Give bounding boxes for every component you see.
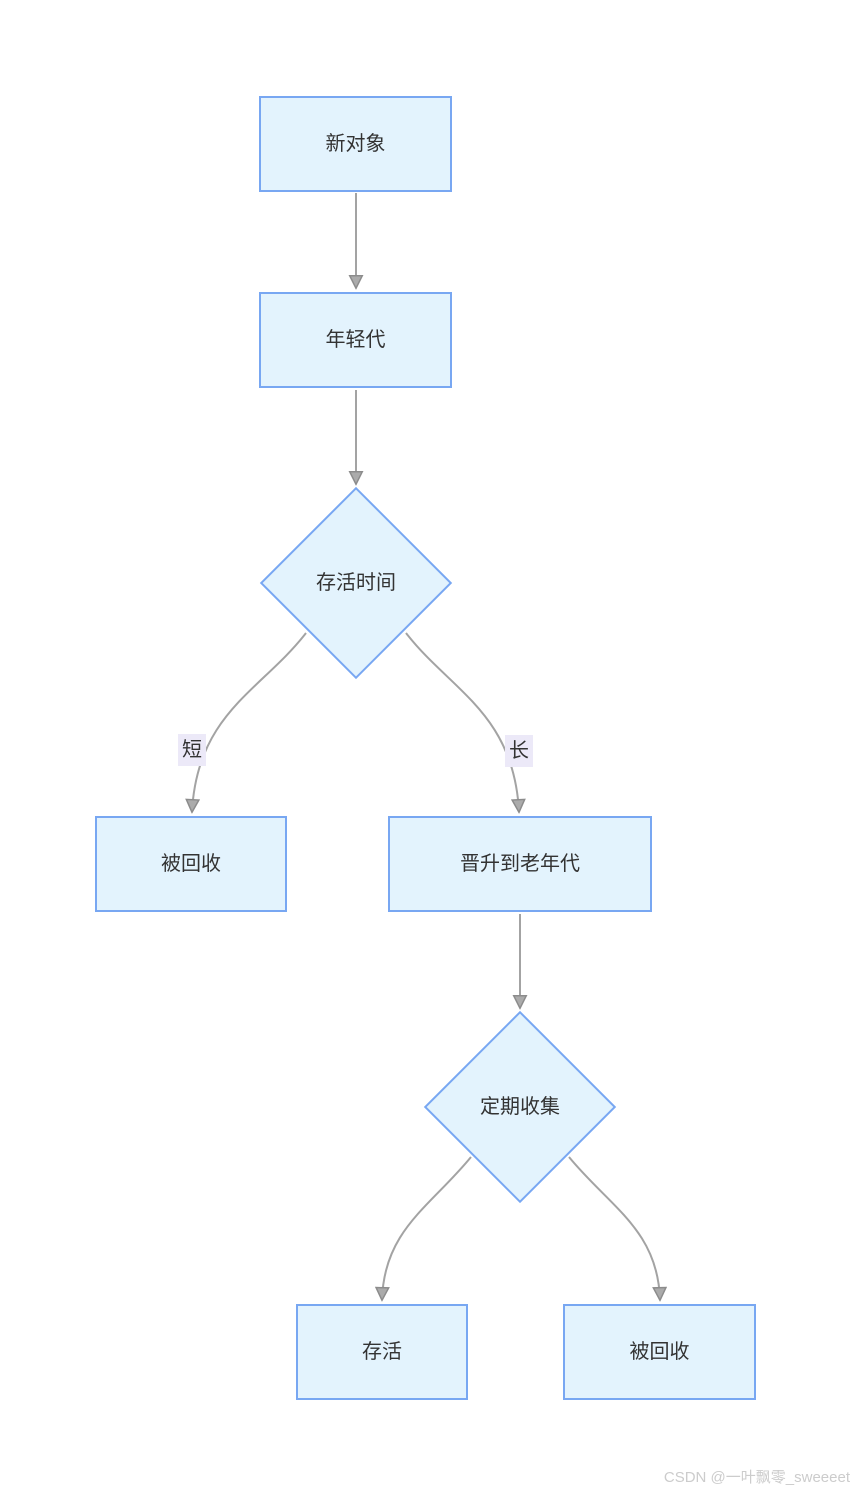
edge-label-short: 短 xyxy=(178,734,206,766)
edge-label-long: 长 xyxy=(505,735,533,767)
node-label-promote-old-gen: 晋升到老年代 xyxy=(460,853,580,875)
edge-survival-time-to-promote-old-gen xyxy=(405,632,519,812)
node-label-collected-long: 被回收 xyxy=(629,1341,690,1363)
flow-node-collected-short: 被回收 xyxy=(95,816,287,912)
edge-periodic-collection-to-survive xyxy=(382,1156,472,1300)
node-label-collected-short: 被回收 xyxy=(161,853,221,875)
flow-node-new-object: 新对象 xyxy=(259,96,452,192)
node-label-periodic-collection: 定期收集 xyxy=(480,1096,560,1118)
node-label-young-generation: 年轻代 xyxy=(325,329,386,351)
node-label-new-object: 新对象 xyxy=(325,133,386,155)
flow-node-promote-old-gen: 晋升到老年代 xyxy=(388,816,652,912)
flow-node-young-generation: 年轻代 xyxy=(259,292,452,388)
decision-node-periodic-collection: 定期收集 xyxy=(423,1010,617,1204)
decision-node-survival-time: 存活时间 xyxy=(259,486,453,680)
node-label-survival-time: 存活时间 xyxy=(316,572,396,594)
flow-node-survive: 存活 xyxy=(296,1304,468,1400)
edge-survival-time-to-collected-short xyxy=(192,632,307,812)
node-label-survive: 存活 xyxy=(362,1341,402,1363)
flow-node-collected-long: 被回收 xyxy=(563,1304,756,1400)
edge-periodic-collection-to-collected-long xyxy=(568,1156,660,1300)
watermark-text: CSDN @一叶飘零_sweeeet xyxy=(663,1469,850,1486)
